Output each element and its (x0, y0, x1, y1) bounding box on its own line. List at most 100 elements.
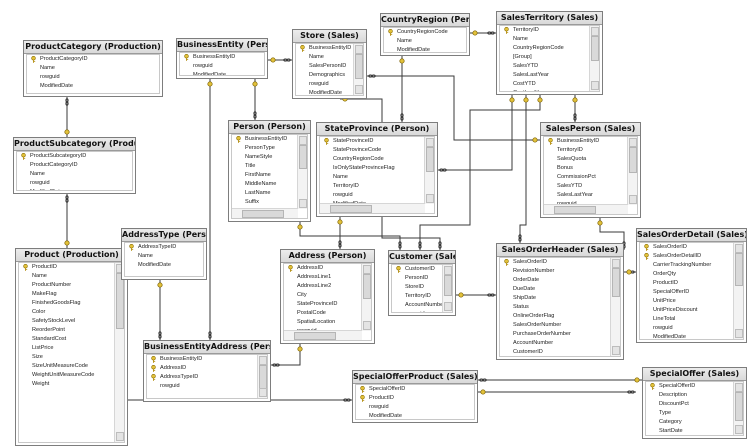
scroll-thumb[interactable] (299, 145, 307, 170)
column-row[interactable]: AddressLine1 (284, 273, 362, 282)
table-title[interactable]: Customer (Sales) (389, 251, 455, 264)
scroll-thumb[interactable] (294, 332, 336, 340)
column-row[interactable]: SalesOrderDetailID (640, 252, 734, 261)
table-title[interactable]: ProductCategory (Production) (24, 41, 162, 54)
column-row[interactable]: rowguid (392, 310, 443, 312)
column-row[interactable]: rowguid (17, 179, 132, 188)
column-row[interactable]: rowguid (180, 62, 264, 71)
column-row[interactable]: OnlineOrderFlag (500, 312, 611, 321)
scroll-down-arrow-icon[interactable] (612, 346, 620, 355)
column-row[interactable]: ProductNumber (19, 281, 115, 290)
vertical-scrollbar[interactable] (589, 26, 599, 91)
column-row[interactable]: LastName (232, 189, 298, 198)
column-row[interactable]: PostalCode (284, 309, 362, 318)
relationship-line[interactable] (519, 95, 527, 243)
table-title[interactable]: AddressType (Person) (122, 229, 206, 242)
scroll-thumb[interactable] (363, 274, 371, 300)
scroll-thumb[interactable] (259, 365, 267, 389)
column-row[interactable]: ProductID (19, 263, 115, 272)
column-row[interactable]: Description (646, 391, 734, 400)
scroll-down-arrow-icon[interactable] (363, 321, 371, 330)
column-row[interactable]: Suffix (232, 198, 298, 207)
scroll-up-arrow-icon[interactable] (363, 265, 371, 274)
column-row[interactable]: Name (27, 64, 159, 73)
scroll-up-arrow-icon[interactable] (355, 45, 363, 54)
vertical-scrollbar[interactable] (114, 263, 124, 442)
scroll-up-arrow-icon[interactable] (591, 27, 599, 36)
column-row[interactable]: Name (500, 35, 590, 44)
table-title[interactable]: SalesOrderDetail (Sales) (637, 229, 746, 242)
column-row[interactable]: rowguid (544, 200, 628, 205)
horizontal-scrollbar[interactable] (284, 330, 362, 340)
column-row[interactable]: CountryRegionCode (500, 44, 590, 53)
scroll-up-arrow-icon[interactable] (735, 244, 743, 253)
column-row[interactable]: Name (125, 252, 203, 261)
column-row[interactable]: Name (296, 53, 354, 62)
column-row[interactable]: UnitPrice (640, 297, 734, 306)
column-row[interactable]: rowguid (284, 327, 362, 331)
column-row[interactable]: PersonID (392, 274, 443, 283)
scroll-down-arrow-icon[interactable] (735, 425, 743, 434)
column-row[interactable]: ProductCategoryID (17, 161, 132, 170)
column-row[interactable]: ReorderPoint (19, 326, 115, 335)
relationship-line[interactable] (367, 75, 540, 141)
scroll-thumb[interactable] (735, 253, 743, 286)
column-row[interactable]: AddressID (284, 264, 362, 273)
column-row[interactable]: Size (19, 353, 115, 362)
column-row[interactable]: Type (646, 409, 734, 418)
table-title[interactable]: StateProvince (Person) (317, 123, 437, 136)
column-row[interactable]: Weight (19, 380, 115, 389)
table-title[interactable]: SpecialOfferProduct (Sales) (353, 371, 477, 384)
column-row[interactable]: MakeFlag (19, 290, 115, 299)
table-title[interactable]: SalesTerritory (Sales) (497, 12, 602, 25)
column-row[interactable]: SalesLastYear (500, 71, 590, 80)
vertical-scrollbar[interactable] (733, 382, 743, 435)
column-row[interactable]: ModifiedDate (640, 333, 734, 339)
table-customer[interactable]: Customer (Sales)CustomerIDPersonIDStoreI… (388, 250, 456, 316)
column-row[interactable]: CostYTD (500, 80, 590, 89)
column-row[interactable]: ModifiedDate (320, 200, 425, 204)
column-row[interactable]: rowguid (640, 324, 734, 333)
column-row[interactable]: SpecialOfferID (356, 385, 474, 394)
column-row[interactable]: FinishedGoodsFlag (19, 299, 115, 308)
column-row[interactable]: TerritoryID (320, 182, 425, 191)
table-productcategory[interactable]: ProductCategory (Production)ProductCateg… (23, 40, 163, 97)
column-row[interactable]: CustomerID (392, 265, 443, 274)
horizontal-scrollbar[interactable] (232, 208, 298, 218)
column-row[interactable]: StartDate (646, 427, 734, 435)
scroll-thumb[interactable] (242, 210, 284, 218)
column-row[interactable]: rowguid (356, 403, 474, 412)
column-row[interactable]: Bonus (544, 164, 628, 173)
vertical-scrollbar[interactable] (442, 265, 452, 312)
table-title[interactable]: SalesPerson (Sales) (541, 123, 640, 136)
column-row[interactable]: CarrierTrackingNumber (640, 261, 734, 270)
table-title[interactable]: Address (Person) (281, 250, 374, 263)
scroll-thumb[interactable] (612, 268, 620, 298)
table-title[interactable]: SpecialOffer (Sales) (643, 368, 746, 381)
column-row[interactable]: StateProvinceID (320, 137, 425, 146)
relationship-line[interactable] (299, 222, 401, 250)
scroll-up-arrow-icon[interactable] (259, 356, 267, 365)
relationship-line[interactable] (438, 95, 513, 171)
column-row[interactable]: OrderQty (640, 270, 734, 279)
column-row[interactable]: ModifiedDate (180, 71, 264, 75)
relationship-line[interactable] (271, 344, 301, 366)
column-row[interactable]: CustomerID (500, 348, 611, 356)
vertical-scrollbar[interactable] (424, 137, 434, 204)
column-row[interactable]: ModifiedDate (356, 412, 474, 419)
relationship-line[interactable] (419, 95, 541, 250)
column-row[interactable]: MiddleName (232, 180, 298, 189)
column-row[interactable]: StateProvinceID (284, 300, 362, 309)
column-row[interactable]: SalesPersonID (296, 62, 354, 71)
scroll-thumb[interactable] (735, 392, 743, 421)
column-row[interactable]: WeightUnitMeasureCode (19, 371, 115, 380)
table-title[interactable]: Product (Production) (16, 249, 127, 262)
table-title[interactable]: SalesOrderHeader (Sales) (497, 244, 623, 257)
vertical-scrollbar[interactable] (733, 243, 743, 339)
vertical-scrollbar[interactable] (257, 355, 267, 398)
column-row[interactable]: ModifiedDate (296, 89, 354, 95)
